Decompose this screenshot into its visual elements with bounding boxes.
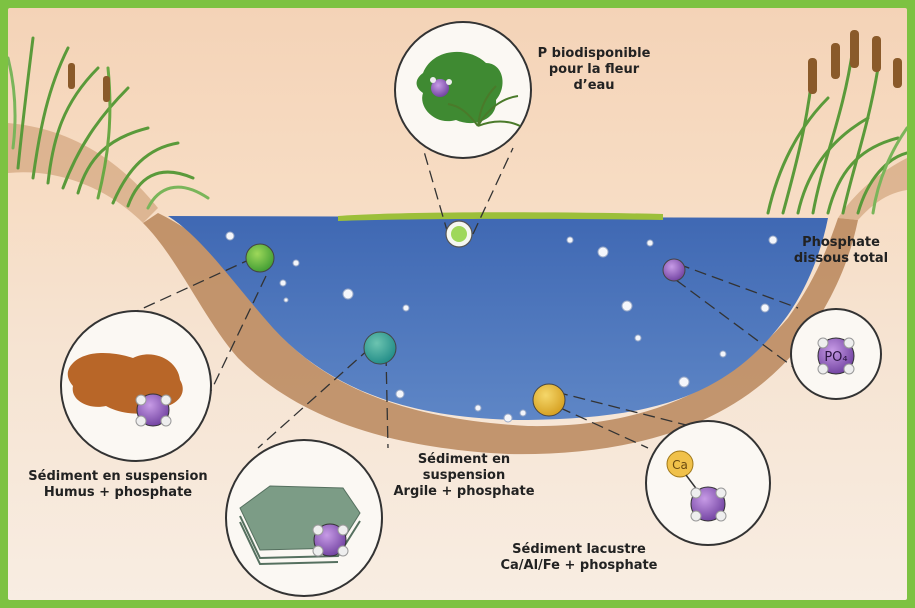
phosphate-symbol: PO₄ (824, 350, 847, 365)
label-humus-line1: Sédiment en suspension (10, 469, 226, 485)
label-clay-line1: Sédiment en (384, 452, 544, 468)
label-dissolved-line1: Phosphate (786, 235, 896, 251)
pond-scene: Ca PO₄ (8, 8, 907, 600)
calcium-particle-icon (533, 384, 565, 416)
bloom-particle-icon (446, 221, 472, 247)
label-clay-line2: suspension (384, 468, 544, 484)
cattail-heads-right (808, 30, 902, 94)
inset-calcium: Ca (646, 421, 770, 545)
inset-phosphate: PO₄ (791, 309, 881, 399)
label-lake-line2: Ca/Al/Fe + phosphate (494, 558, 664, 574)
label-dissolved-phosphate: Phosphate dissous total (786, 235, 896, 267)
label-suspended-clay: Sédiment en suspension Argile + phosphat… (384, 452, 544, 500)
label-bio-line3: d’eau (525, 78, 663, 94)
humus-particle-icon (246, 244, 274, 272)
label-lake-line1: Sédiment lacustre (494, 542, 664, 558)
label-lake-sediment: Sédiment lacustre Ca/Al/Fe + phosphate (494, 542, 664, 574)
phosphate-particle-icon (663, 259, 685, 281)
pond-illustration: Ca PO₄ P biodisponible pour la fleur d’e… (8, 8, 907, 600)
label-suspended-humus: Sédiment en suspension Humus + phosphate (10, 469, 226, 501)
clay-particle-icon (364, 332, 396, 364)
inset-algae-bloom (395, 22, 531, 158)
label-bio-line2: pour la fleur (525, 62, 663, 78)
shore-left (8, 123, 158, 223)
label-bio-line1: P biodisponible (525, 46, 663, 62)
label-humus-line2: Humus + phosphate (10, 485, 226, 501)
inset-clay (226, 440, 382, 596)
label-dissolved-line2: dissous total (786, 251, 896, 267)
calcium-symbol: Ca (672, 458, 688, 472)
label-clay-line3: Argile + phosphate (384, 484, 544, 500)
inset-humus (61, 311, 211, 461)
label-bioavailable-p: P biodisponible pour la fleur d’eau (525, 46, 663, 94)
